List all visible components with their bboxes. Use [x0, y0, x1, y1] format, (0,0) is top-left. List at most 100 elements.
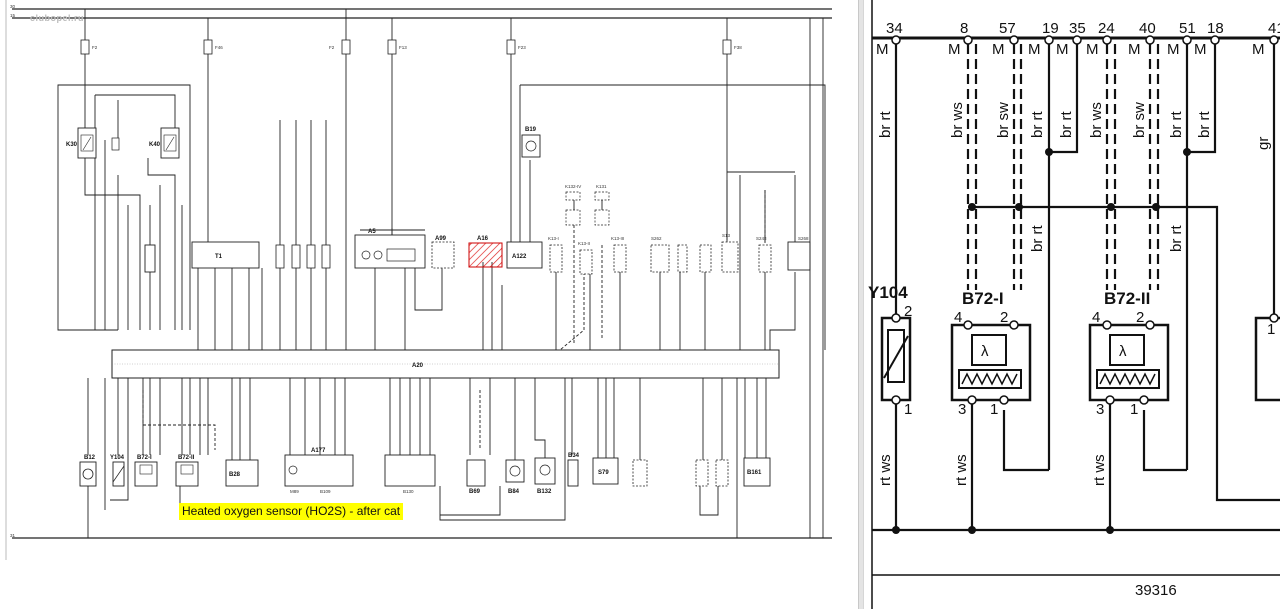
wire-color-label: br sw [995, 102, 1012, 138]
fuse-label: F38 [734, 45, 742, 50]
block-label: S268 [798, 236, 809, 241]
component-label: B69 [469, 489, 481, 495]
pin-number: 35 [1069, 20, 1086, 37]
block-label: K13-I [548, 236, 559, 241]
block-b161 [743, 457, 771, 487]
pin-number: 19 [1042, 20, 1059, 37]
component-label: B161 [747, 470, 762, 476]
wire-color-label: br rt [877, 111, 894, 139]
block-b28 [225, 459, 259, 487]
component-label: A177 [311, 448, 326, 454]
fuse-label: F23 [518, 45, 526, 50]
wire-color-label: rt ws [877, 454, 894, 486]
block-a161 [632, 459, 648, 487]
pin-number: 34 [886, 20, 903, 37]
pin-label: 4 [1092, 309, 1100, 326]
sensor-b34-icon [567, 459, 579, 487]
fuse-f13-icon [387, 39, 397, 55]
block-label: S262 [651, 236, 662, 241]
fuse-f2a-icon [80, 39, 90, 55]
mass-label: M [992, 41, 1005, 58]
pane-splitter[interactable] [858, 0, 864, 609]
block-s79 [592, 457, 619, 485]
lambda-symbol: λ [1119, 343, 1127, 360]
coil-icon [321, 244, 331, 269]
component-label: M89 [290, 489, 299, 494]
block-label: A5 [368, 229, 376, 235]
wire-color-label: br rt [1168, 225, 1185, 253]
component-label: B72-II [178, 455, 195, 461]
mass-label: M [1056, 41, 1069, 58]
block-label: T1 [215, 254, 223, 260]
sheet-number: 39316 [1135, 582, 1177, 599]
schematic-overview-pane[interactable]: clubopel.ru 30 15 31 F2 F46 [0, 0, 858, 609]
wire-color-label: rt ws [953, 454, 970, 486]
fuse-f38-icon [722, 39, 732, 55]
pin-label: 1 [1130, 401, 1138, 418]
highlight-callout: Heated oxygen sensor (HO2S) - after cat [179, 503, 404, 520]
pin-number: 57 [999, 20, 1016, 37]
block-a122 [506, 241, 543, 269]
injector-y103-icon [144, 244, 156, 273]
block-label: K131 [596, 184, 607, 189]
ecu-label: A20 [412, 363, 424, 369]
mass-label: M [1194, 41, 1207, 58]
block-label: S248 [756, 236, 767, 241]
pin-number: 40 [1139, 20, 1156, 37]
fuse-label: F46 [215, 45, 223, 50]
wire-color-label: br rt [1029, 225, 1046, 253]
rail-label-31: 31 [10, 533, 16, 538]
component-label: B34 [568, 453, 580, 459]
mass-label: M [1028, 41, 1041, 58]
block-label: S13 [722, 233, 731, 238]
mass-label: M [1128, 41, 1141, 58]
fuse-f46-icon [203, 39, 213, 55]
component-label-b72-1: B72-I [962, 289, 1004, 308]
pin-number: 8 [960, 20, 968, 37]
block-label: K13-III [611, 236, 624, 241]
wire-color-label: br ws [949, 102, 966, 138]
block-label: K132-IV [565, 184, 581, 189]
rail-label-30: 30 [10, 4, 16, 9]
mass-label: M [1252, 41, 1265, 58]
fuse-f23-icon [506, 39, 516, 55]
component-label: Y104 [110, 455, 125, 461]
block-s262 [650, 244, 670, 273]
component-label: B72-I [137, 455, 152, 461]
relay-label: K30 [66, 142, 78, 148]
block-s268 [787, 241, 811, 271]
block-label: A16 [477, 236, 489, 242]
schematic-detail-pane[interactable]: 34 8 57 19 35 24 40 51 18 41 M M M M M M… [864, 0, 1280, 609]
pin-label: 4 [954, 309, 962, 326]
block-y17 [715, 459, 729, 487]
block-a163 [695, 459, 709, 487]
wire-color-label: br ws [1088, 102, 1105, 138]
component-label: B132 [537, 489, 552, 495]
component-label-b72-2: B72-II [1104, 289, 1150, 308]
lambda-symbol: λ [981, 343, 989, 360]
wire-color-label: gr [1255, 137, 1272, 150]
block-s13 [721, 241, 739, 273]
pin-number: 41 [1268, 20, 1280, 37]
component-label: B28 [229, 472, 241, 478]
wire-color-label: br sw [1131, 102, 1148, 138]
mass-label: M [1167, 41, 1180, 58]
coil-icon [275, 244, 285, 269]
component-label-y104: Y104 [868, 283, 908, 302]
block-label: A99 [435, 236, 447, 242]
relay-label: K40 [149, 142, 161, 148]
pin-number: 24 [1098, 20, 1115, 37]
block-b130 [384, 454, 436, 487]
pin-label: 3 [958, 401, 966, 418]
wire-color-label: rt ws [1091, 454, 1108, 486]
component-label: B12 [84, 455, 96, 461]
detail-schematic: 34 8 57 19 35 24 40 51 18 41 M M M M M M… [868, 0, 1280, 609]
component-label: B84 [508, 489, 520, 495]
block-label: K13-II [578, 241, 590, 246]
fuse-label: F2 [92, 45, 98, 50]
pin-label: 2 [904, 303, 912, 320]
coil-icon [306, 244, 316, 269]
fuse-label: F13 [399, 45, 407, 50]
pin-label: 1 [1267, 321, 1275, 338]
mass-label: M [948, 41, 961, 58]
